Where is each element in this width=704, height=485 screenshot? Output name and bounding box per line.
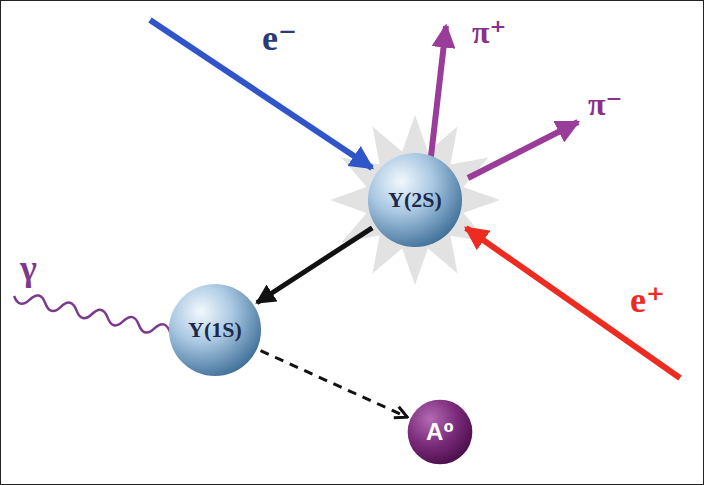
particle-label: π⁺ bbox=[472, 16, 506, 48]
particle-label: e⁺ bbox=[630, 282, 665, 318]
positron-beam bbox=[466, 228, 680, 378]
dashed-arrow bbox=[261, 351, 408, 417]
node-label: Υ(1S) bbox=[188, 318, 242, 342]
meson-sphere: Υ(2S) bbox=[367, 152, 463, 248]
collision-burst bbox=[330, 115, 500, 285]
particle-label: e⁻ bbox=[262, 20, 297, 56]
electron-beam bbox=[150, 20, 372, 168]
particle-label: π⁻ bbox=[588, 88, 622, 120]
photon-label: γ bbox=[20, 250, 37, 286]
ball-fill bbox=[368, 153, 462, 247]
photon-wave bbox=[13, 290, 172, 338]
ball-fill bbox=[408, 400, 473, 465]
node-label: A⁰ bbox=[426, 419, 454, 445]
ball-fill bbox=[169, 284, 261, 376]
node-label: Υ(2S) bbox=[388, 188, 442, 212]
decay-arrow bbox=[257, 228, 372, 303]
particle-ball: A⁰ bbox=[407, 399, 473, 465]
meson-sphere: Υ(1S) bbox=[168, 283, 262, 377]
pion-track bbox=[468, 122, 578, 178]
pion-track bbox=[430, 26, 446, 165]
